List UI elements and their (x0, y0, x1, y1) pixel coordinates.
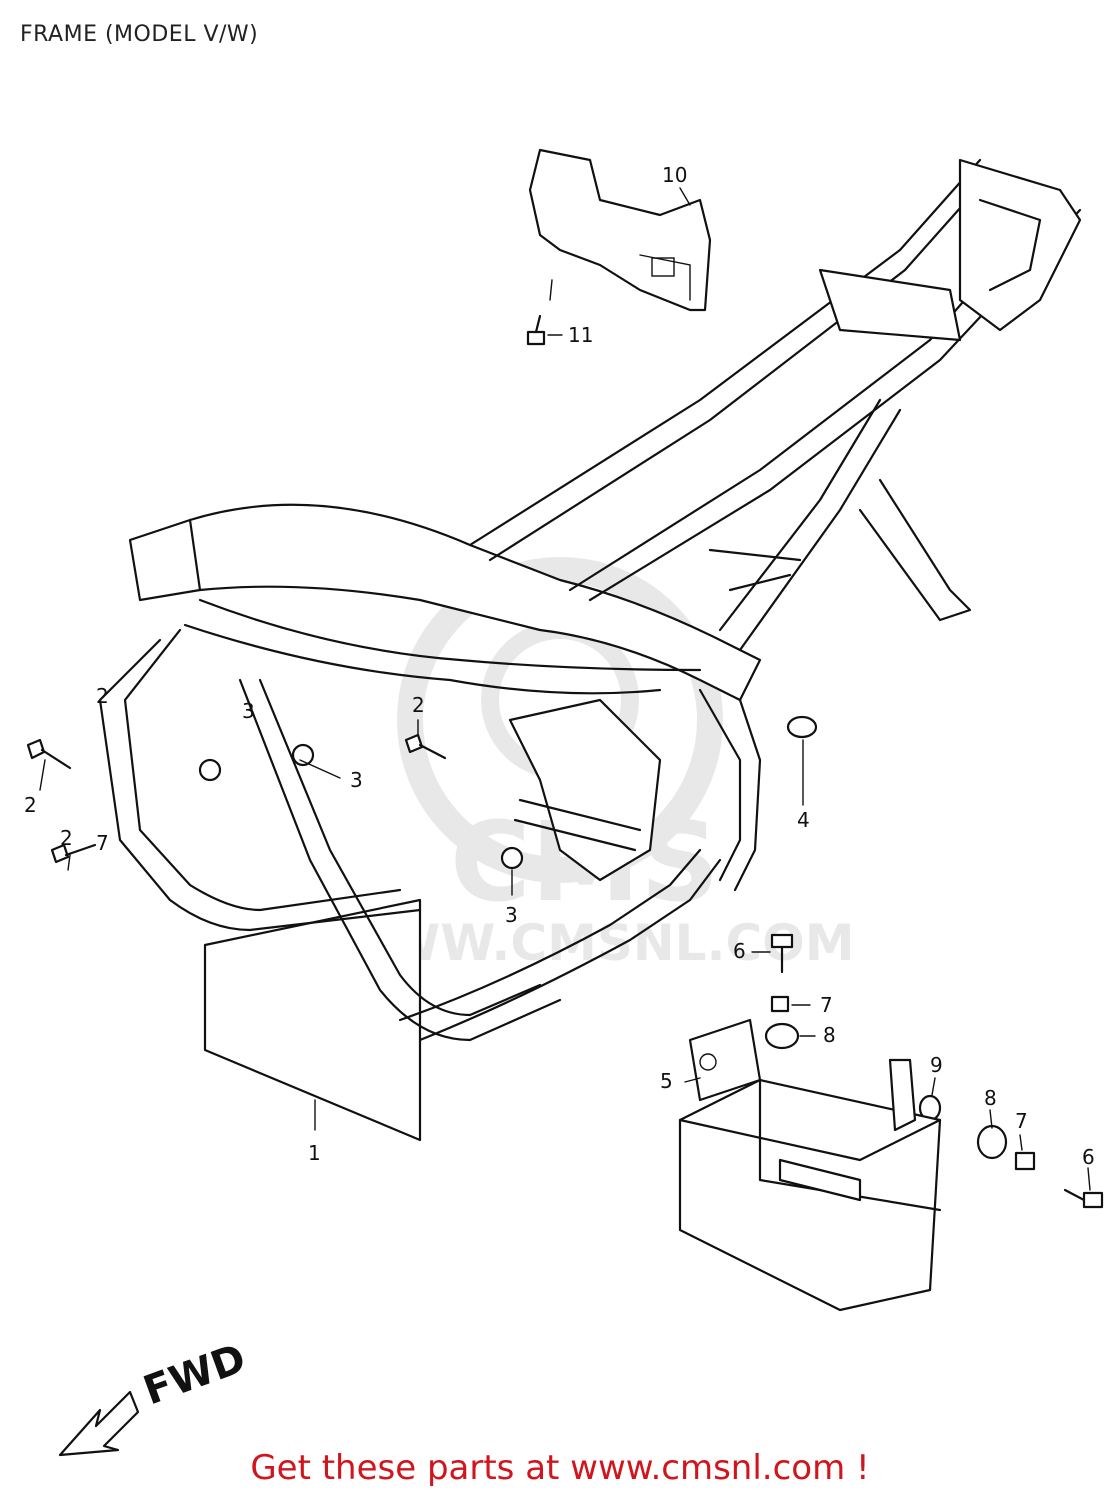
grommet-4 (786, 715, 818, 739)
cushion-8-lower (976, 1124, 1008, 1160)
callout-10: 10 (662, 163, 687, 187)
callout-7-lower: 7 (1015, 1109, 1028, 1133)
callout-2-center: 2 (412, 693, 425, 717)
cushion-8-upper (764, 1022, 800, 1050)
callout-3-center: 3 (350, 768, 363, 792)
battery-holder (678, 1018, 942, 1312)
footer-promo[interactable]: Get these parts at www.cmsnl.com ! (250, 1448, 870, 1488)
callout-9: 9 (930, 1053, 943, 1077)
forward-direction-arrow: FWD (58, 1335, 252, 1457)
rear-bracket (528, 148, 712, 312)
fwd-label: FWD (138, 1335, 252, 1414)
callout-7-left: 7 (96, 831, 109, 855)
callout-1: 1 (308, 1141, 321, 1165)
spacer-7-lower (1014, 1151, 1036, 1171)
callout-7-upper: 7 (820, 993, 833, 1017)
callout-2-bracket: 2 (96, 684, 109, 708)
callout-4: 4 (797, 808, 810, 832)
callout-8-lower: 8 (984, 1086, 997, 1110)
nut-3-left (198, 758, 222, 782)
bolt-2-center (404, 733, 447, 760)
nut-3-right (500, 846, 524, 870)
callout-labels: 1 2 2 2 2 3 3 3 4 5 6 6 7 7 7 8 8 9 10 1… (24, 163, 1095, 1169)
callout-2-left-lower: 2 (60, 826, 73, 850)
callout-2-left-upper: 2 (24, 793, 37, 817)
callout-3-left: 3 (242, 699, 255, 723)
page-title: FRAME (MODEL V/W) (20, 22, 259, 47)
bolt-11 (526, 314, 546, 346)
bolt-2-left-upper (26, 738, 72, 770)
bolt-6-lower (1063, 1188, 1104, 1209)
bolt-2-left-lower (50, 843, 97, 864)
callout-6-lower: 6 (1082, 1145, 1095, 1169)
callout-6-upper: 6 (733, 939, 746, 963)
callout-11: 11 (568, 323, 593, 347)
callout-3-right: 3 (505, 903, 518, 927)
frame-label-plate (203, 898, 422, 1142)
main-frame (98, 158, 1082, 1042)
leader-lines (39, 187, 1091, 1191)
callout-5: 5 (660, 1069, 673, 1093)
nut-3-center (291, 743, 315, 767)
callout-8-upper: 8 (823, 1023, 836, 1047)
bolt-6-upper (770, 933, 794, 974)
spacer-7-upper (770, 995, 790, 1013)
